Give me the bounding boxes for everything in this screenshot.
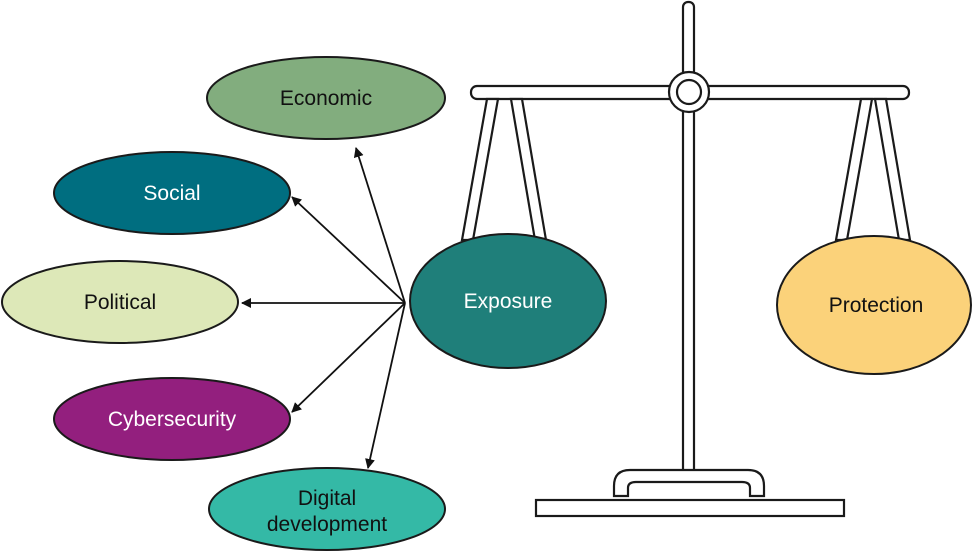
arrow-to-digital-development: [365, 302, 406, 469]
protection-ellipse: [776, 235, 972, 375]
left-hanger-outer: [460, 97, 500, 242]
political-ellipse: [1, 260, 239, 344]
social-label: Social: [143, 182, 200, 205]
scale-pivot-inner: [675, 78, 703, 106]
exposure-ellipse: [409, 233, 607, 369]
arrow-to-social: [291, 196, 406, 304]
digital-development-ellipse: [208, 467, 446, 551]
factor-economic: Economic: [206, 56, 446, 140]
protection-pan: Protection: [776, 235, 972, 375]
arrows: [241, 147, 406, 469]
scale-post: [681, 108, 696, 482]
factor-social: Social: [53, 151, 291, 235]
exposure-pan: Exposure: [409, 233, 607, 369]
arrow-to-economic: [353, 147, 406, 304]
social-ellipse: [53, 151, 291, 235]
scale-post-top: [681, 0, 696, 80]
digital-development-label-line2: development: [267, 513, 387, 536]
scale-foot: [612, 468, 766, 498]
factor-digital-development: Digital development: [208, 467, 446, 551]
protection-label: Protection: [829, 294, 924, 317]
right-hanger-outer: [834, 97, 874, 242]
cybersecurity-ellipse: [53, 377, 291, 461]
arrow-to-cybersecurity: [291, 302, 406, 413]
right-hanger-inner: [873, 97, 912, 242]
left-hanger-inner: [509, 97, 548, 242]
political-label: Political: [84, 291, 156, 314]
economic-ellipse: [206, 56, 446, 140]
factor-political: Political: [1, 260, 239, 344]
exposure-label: Exposure: [464, 290, 553, 313]
balance-scale: [460, 0, 912, 518]
economic-label: Economic: [280, 87, 372, 110]
scale-base: [534, 498, 846, 518]
factor-cybersecurity: Cybersecurity: [53, 377, 291, 461]
cybersecurity-label: Cybersecurity: [108, 408, 237, 431]
digital-development-label-line1: Digital: [298, 487, 356, 510]
